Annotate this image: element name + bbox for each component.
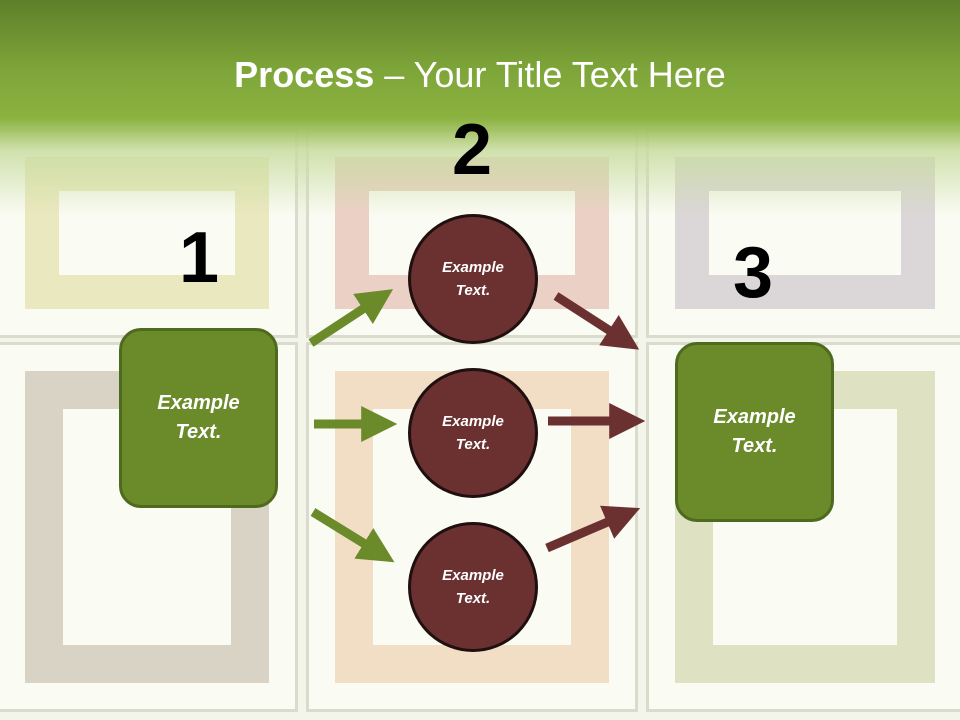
circle-bottom-text: Example Text.	[442, 564, 504, 610]
step-2-circle-middle[interactable]: Example Text.	[408, 368, 538, 498]
step-number-3: 3	[732, 233, 774, 313]
circle-top-text: Example Text.	[442, 256, 504, 302]
arrow-top-to-right	[553, 292, 640, 350]
arrow-bottom-to-right	[545, 505, 641, 553]
step-1-box[interactable]: Example Text.	[119, 328, 278, 508]
step-2-circle-bottom[interactable]: Example Text.	[408, 522, 538, 652]
circle-top-line1: Example	[442, 259, 504, 276]
step-1-box-line2: Text.	[175, 421, 222, 443]
step-2-circle-top[interactable]: Example Text.	[408, 214, 538, 344]
circle-middle-text: Example Text.	[442, 410, 504, 456]
circle-middle-line1: Example	[442, 413, 504, 430]
step-1-box-line1: Example	[157, 392, 240, 414]
circle-middle-line2: Text.	[455, 436, 491, 453]
title-bold: Process	[234, 54, 375, 95]
circle-top-line2: Text.	[455, 282, 491, 299]
slide-title: Process – Your Title Text Here	[0, 52, 960, 98]
circle-bottom-line2: Text.	[455, 590, 491, 607]
step-3-box-text: Example Text.	[713, 403, 795, 461]
step-number-1: 1	[178, 218, 220, 298]
step-1-box-text: Example Text.	[157, 389, 239, 447]
step-3-box-line1: Example	[713, 406, 796, 428]
step-3-box[interactable]: Example Text.	[675, 342, 834, 522]
step-number-2: 2	[451, 110, 493, 190]
step-3-box-line2: Text.	[731, 435, 778, 457]
title-rest: – Your Title Text Here	[374, 54, 726, 95]
arrow-left-to-top	[308, 289, 394, 347]
title-band	[0, 0, 960, 215]
circle-bottom-line1: Example	[442, 567, 504, 584]
arrow-left-to-bottom	[310, 508, 395, 563]
